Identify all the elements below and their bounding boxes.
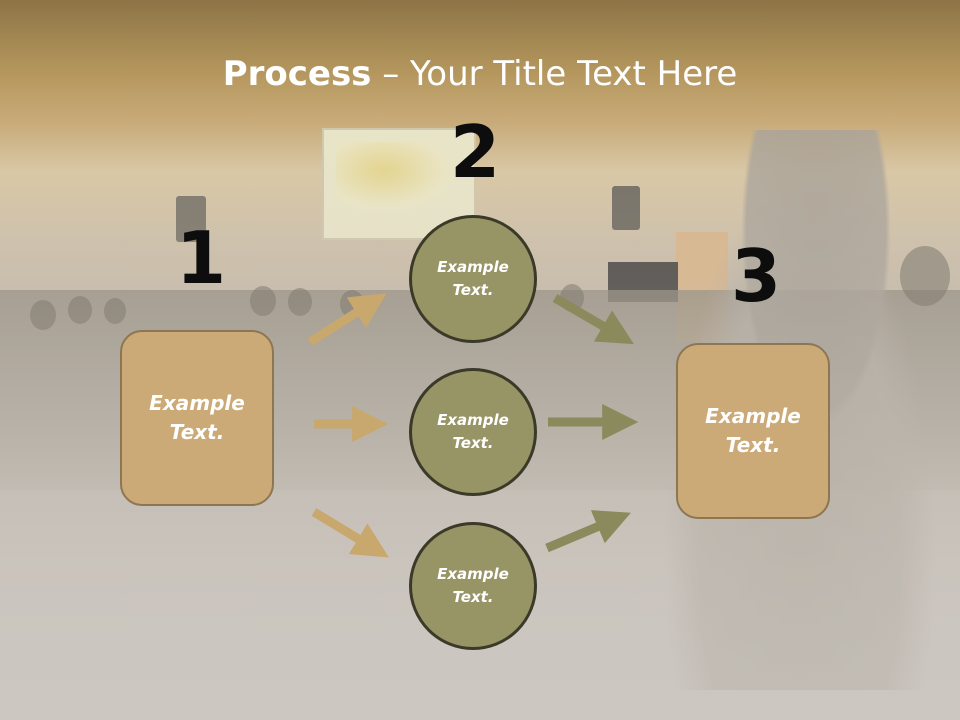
step-number-1: 1 xyxy=(176,216,227,300)
step-2-circle-middle: Example Text. xyxy=(409,368,537,496)
slide-title: Process – Your Title Text Here xyxy=(0,52,960,96)
step-3-box: Example Text. xyxy=(676,343,830,519)
step-number-3: 3 xyxy=(731,234,782,318)
step-1-box-text: Example Text. xyxy=(149,391,245,444)
step-2-circle-bottom: Example Text. xyxy=(409,522,537,650)
circle-bottom-text: Example Text. xyxy=(437,565,509,606)
step-number-2: 2 xyxy=(450,110,501,194)
arrow-left-to-top xyxy=(307,293,387,346)
circle-top-text: Example Text. xyxy=(437,258,509,299)
arrow-left-to-bottom xyxy=(311,508,389,558)
step-2-circle-top: Example Text. xyxy=(409,215,537,343)
step-1-box: Example Text. xyxy=(120,330,274,506)
title-rest: – Your Title Text Here xyxy=(371,54,738,94)
title-bold: Process xyxy=(222,54,372,94)
circle-middle-text: Example Text. xyxy=(437,411,509,452)
arrow-bottom-to-right xyxy=(545,510,631,553)
arrow-top-to-right xyxy=(552,294,634,345)
step-3-box-text: Example Text. xyxy=(705,404,801,457)
